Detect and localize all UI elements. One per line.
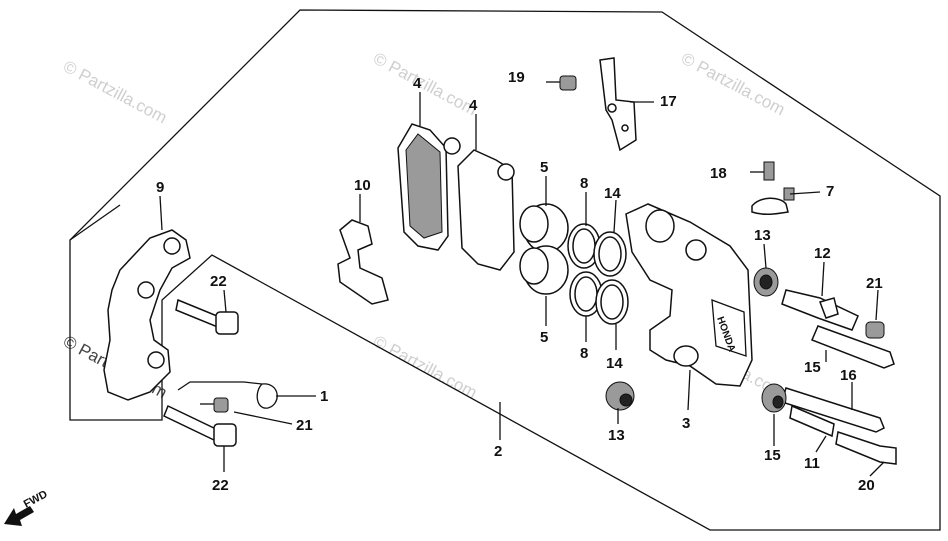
pin-boot-left	[605, 381, 635, 411]
forward-label: FWD	[22, 488, 50, 510]
callout-4-inner-pad: 4	[413, 75, 422, 92]
pad-pin-plug	[546, 75, 577, 91]
piston-seals	[567, 223, 629, 325]
callout-12: 13	[754, 227, 771, 244]
bleeder-cap	[751, 197, 789, 216]
watermark-4: © Partzilla.com	[370, 332, 480, 403]
callout-3: 3	[682, 415, 690, 432]
caliper-bolt	[835, 431, 897, 465]
callout-8-upper: 8	[580, 175, 588, 192]
bracket-hole-low	[147, 351, 165, 369]
caliper-body: HONDA	[625, 203, 753, 387]
callout-16: 17	[660, 93, 677, 110]
callout-4-outer-pad: 4	[469, 97, 478, 114]
pad-spring-plate	[599, 57, 637, 152]
callout-9: 9	[156, 179, 164, 196]
bracket-bolt-upper	[175, 298, 239, 335]
piston-lower	[519, 245, 569, 295]
callout-15-left: 15	[804, 359, 821, 376]
forward-arrow: FWD	[4, 488, 50, 526]
bleeder-screw	[750, 161, 775, 181]
pin-boot-right	[761, 383, 787, 413]
callout-22-lower: 22	[212, 477, 229, 494]
callout-13-left: 13	[608, 427, 625, 444]
brake-pad-outer	[457, 149, 515, 271]
callout-2: 2	[494, 443, 502, 460]
callout-13-right: 15	[764, 447, 781, 464]
assembly-outline	[69, 9, 941, 531]
anti-rattle-shim	[337, 219, 389, 305]
callout-5-lower: 5	[540, 329, 548, 346]
piston-upper	[519, 203, 569, 253]
bracket-outline-edge	[69, 204, 121, 241]
callout-14-upper: 14	[604, 185, 621, 202]
bracket-hole-mid	[137, 281, 155, 299]
callout-6: 10	[354, 177, 371, 194]
bracket-bolt-lower	[163, 404, 237, 447]
watermark-2: © Partzilla.com	[370, 49, 480, 120]
callout-7: 7	[826, 183, 834, 200]
clip-bolt	[200, 397, 229, 413]
bracket-hole-top	[163, 237, 181, 255]
callout-1: 1	[320, 388, 328, 405]
callout-5-upper: 5	[540, 159, 548, 176]
callout-18: 19	[508, 69, 525, 86]
forward-arrow-icon	[4, 506, 34, 526]
callout-20: 21	[866, 275, 883, 292]
caliper-pin-bolt	[781, 289, 859, 331]
pad-spring-plate-hole-2	[621, 124, 629, 132]
callout-21: 21	[296, 417, 313, 434]
callout-22-upper: 22	[210, 273, 227, 290]
brake-pad-inner	[397, 123, 461, 251]
caliper-pin-upper	[811, 325, 895, 369]
callout-10: 11	[804, 455, 820, 472]
callout-11: 12	[814, 245, 831, 262]
callout-15-right: 16	[840, 367, 857, 384]
leader-lines	[159, 92, 885, 477]
callout-19: 20	[858, 477, 875, 494]
pin-cap	[865, 321, 885, 339]
callout-8-lower: 8	[580, 345, 588, 362]
pin-boot-upper	[753, 267, 779, 297]
callout-14-lower: 14	[606, 355, 623, 372]
callouts: 4 4 10 5 5 8 8 14 14 19 17 18 7 13 12 21…	[156, 69, 883, 494]
callout-17: 18	[710, 165, 727, 182]
pin-sleeve	[789, 404, 835, 438]
wire-clip	[177, 381, 278, 409]
pad-spring-plate-hole	[607, 103, 617, 113]
caliper-bracket	[103, 229, 191, 401]
watermark-1: © Partzilla.com	[60, 57, 170, 128]
